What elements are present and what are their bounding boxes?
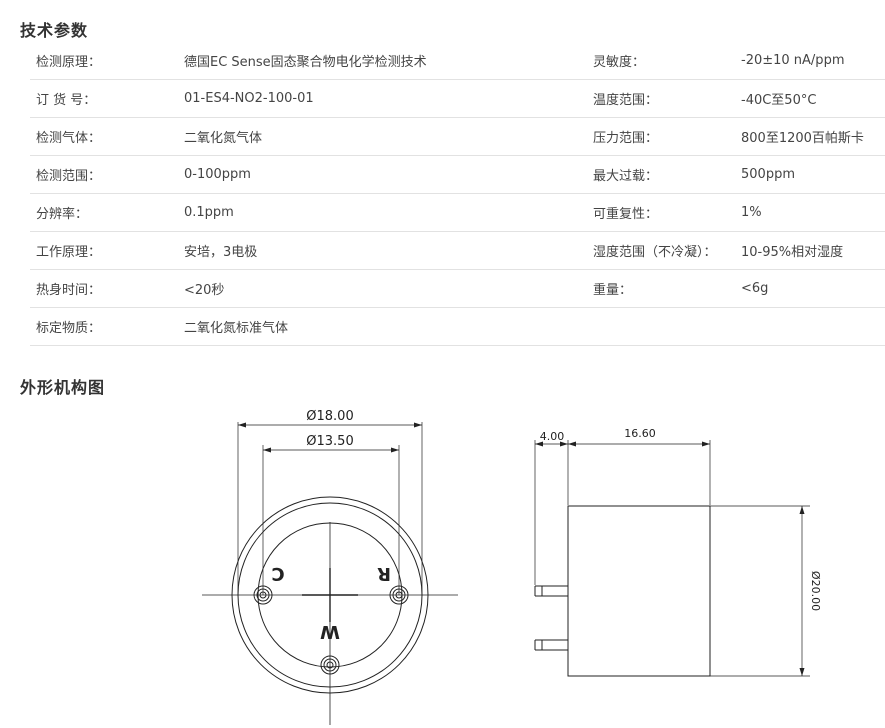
spec-label: 热身时间： [30,269,178,308]
spec-label: 最大过载： [587,155,735,194]
spec-label: 工作原理： [30,231,178,270]
side-view [534,440,810,677]
spec-label: 分辨率： [30,193,178,232]
drawing-section-title: 外形机构图 [20,378,106,397]
side-pin-lower [534,639,568,651]
spec-value: 800至1200百帕斯卡 [735,117,885,156]
spec-value: <6g [735,269,885,308]
spec-value: 安培，3电极 [178,231,587,270]
spec-label: 订 货 号： [30,79,178,118]
spec-label: 湿度范围（不冷凝）： [587,231,735,270]
spec-label [587,307,735,346]
pin-r-label: R [377,563,391,584]
pin-w-hole [320,655,340,675]
spec-row: 检测气体：二氧化氮气体压力范围：800至1200百帕斯卡 [30,117,885,156]
spec-table-body: 检测原理：德国EC Sense固态聚合物电化学检测技术灵敏度：-20±10 nA… [30,42,885,346]
specs-section-title: 技术参数 [20,21,89,40]
spec-label: 灵敏度： [587,42,735,80]
spec-value: 500ppm [735,155,885,194]
pin-length-label: 4.00 [540,430,565,443]
pin-w-label: W [320,621,340,642]
dimension-drawing: Ø18.00 Ø13.50 C R W 4.00 16.60 Ø20.00 [202,409,822,725]
spec-label: 重量： [587,269,735,308]
pin-c-label: C [271,563,284,584]
spec-value: 10-95%相对湿度 [735,231,885,270]
spec-value: 01-ES4-NO2-100-01 [178,79,587,118]
spec-label: 检测气体： [30,117,178,156]
spec-value: 0-100ppm [178,155,587,194]
body-diameter-label: Ø20.00 [809,571,822,611]
spec-label: 温度范围： [587,79,735,118]
inner-diameter-label: Ø13.50 [306,434,353,449]
spec-row: 工作原理：安培，3电极湿度范围（不冷凝）：10-95%相对湿度 [30,231,885,270]
spec-label: 检测范围： [30,155,178,194]
spec-label: 压力范围： [587,117,735,156]
outer-diameter-label: Ø18.00 [306,409,353,424]
spec-value: 0.1ppm [178,193,587,232]
spec-value: 1% [735,193,885,232]
spec-value: -20±10 nA/ppm [735,42,885,80]
spec-value: <20秒 [178,269,587,308]
spec-label: 标定物质： [30,307,178,346]
spec-value: 德国EC Sense固态聚合物电化学检测技术 [178,42,587,80]
spec-value: 二氧化氮标准气体 [178,307,587,346]
side-pin-upper [534,585,568,597]
body-length-label: 16.60 [624,427,656,440]
spec-row: 标定物质：二氧化氮标准气体 [30,307,885,346]
front-view [202,422,458,725]
spec-label: 检测原理： [30,42,178,80]
spec-table: 检测原理：德国EC Sense固态聚合物电化学检测技术灵敏度：-20±10 nA… [30,42,885,346]
spec-value: 二氧化氮气体 [178,117,587,156]
sensor-body [567,505,711,677]
spec-row: 热身时间：<20秒重量：<6g [30,269,885,308]
spec-row: 检测原理：德国EC Sense固态聚合物电化学检测技术灵敏度：-20±10 nA… [30,42,885,80]
spec-value: -40C至50°C [735,79,885,118]
spec-label: 可重复性： [587,193,735,232]
spec-value [735,307,885,346]
